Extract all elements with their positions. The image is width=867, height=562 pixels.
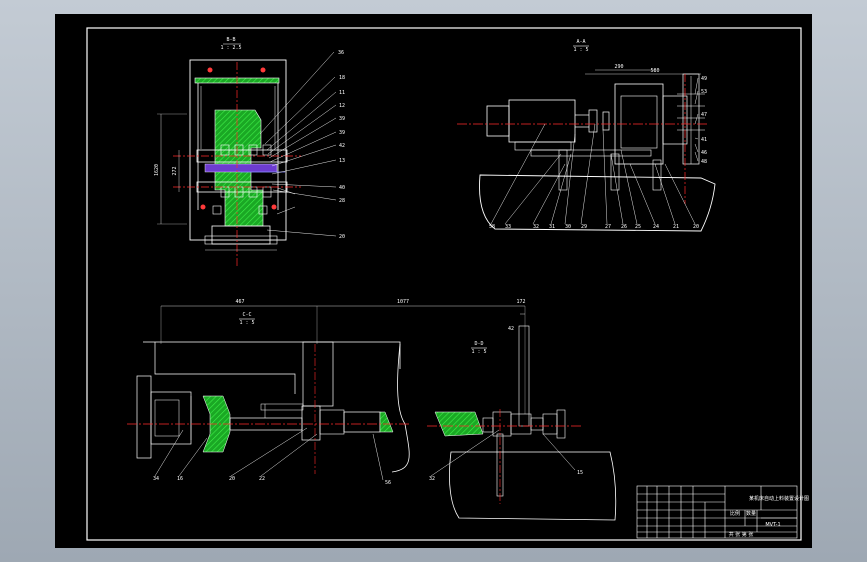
dim-d1: 467 bbox=[235, 299, 244, 305]
callout-tr-15: 24 bbox=[653, 224, 659, 230]
title-block-qty-label: 数量 bbox=[746, 510, 756, 517]
callout-tl-1: 18 bbox=[339, 75, 345, 81]
view-bl-title: C-C bbox=[242, 312, 251, 318]
dim-d4: 42 bbox=[508, 326, 514, 332]
drawing-border bbox=[86, 27, 802, 541]
dim-d2: 1077 bbox=[397, 299, 409, 305]
view-bottom-right: D-D 1 : 5 32 15 bbox=[427, 313, 617, 521]
callout-tr-11: 29 bbox=[581, 224, 587, 230]
view-top-left: B-B 1 : 2.5 bbox=[157, 37, 345, 268]
callout-tr-5: 48 bbox=[701, 159, 707, 165]
dim-d8: 580 bbox=[650, 68, 659, 74]
dim-d6: 272 bbox=[172, 166, 178, 175]
callout-tl-6: 42 bbox=[339, 143, 345, 149]
title-block-drawing-no: MVT-1 bbox=[765, 522, 780, 528]
callout-tr-10: 30 bbox=[565, 224, 571, 230]
callout-tl-3: 12 bbox=[339, 103, 345, 109]
callout-br-1: 15 bbox=[577, 470, 583, 476]
dim-d5: 1620 bbox=[154, 164, 160, 176]
callout-tr-14: 25 bbox=[635, 224, 641, 230]
view-bottom-left: C-C 1 : 5 bbox=[127, 305, 526, 486]
callout-tl-9: 28 bbox=[339, 198, 345, 204]
title-block-sheet-info: 共 张 第 张 bbox=[729, 531, 754, 538]
callout-tl-0: 36 bbox=[338, 50, 344, 56]
callout-bl-3: 22 bbox=[259, 476, 265, 482]
cad-drawing: B-B 1 : 2.5 bbox=[86, 27, 809, 541]
drawing-sheet: B-B 1 : 2.5 bbox=[55, 14, 812, 548]
callout-tl-8: 40 bbox=[339, 185, 345, 191]
view-top-right: A-A 1 : 5 bbox=[457, 39, 716, 232]
callout-tr-0: 49 bbox=[701, 76, 707, 82]
callout-tr-17: 20 bbox=[693, 224, 699, 230]
view-tl-scale: 1 : 2.5 bbox=[220, 45, 241, 51]
view-bl-scale: 1 : 5 bbox=[239, 320, 254, 326]
callout-bl-1: 16 bbox=[177, 476, 183, 482]
view-tl-title: B-B bbox=[226, 37, 235, 43]
dim-d3: 172 bbox=[516, 299, 525, 305]
view-br-scale: 1 : 5 bbox=[471, 349, 486, 355]
callout-tr-13: 26 bbox=[621, 224, 627, 230]
callout-tr-9: 31 bbox=[549, 224, 555, 230]
callout-tr-2: 47 bbox=[701, 112, 707, 118]
callout-tr-4: 46 bbox=[701, 150, 707, 156]
callout-tl-2: 11 bbox=[339, 90, 345, 96]
callout-bl-4: 56 bbox=[385, 480, 391, 486]
callout-tr-6: 58 bbox=[489, 224, 495, 230]
callout-tr-7: 33 bbox=[505, 224, 511, 230]
view-tr-scale: 1 : 5 bbox=[573, 47, 588, 53]
callout-tr-1: 53 bbox=[701, 89, 707, 95]
dimension-texts: 467 1077 172 42 1620 272 290 580 bbox=[154, 64, 660, 332]
callout-bl-2: 20 bbox=[229, 476, 235, 482]
callout-tr-12: 27 bbox=[605, 224, 611, 230]
callout-tl-5: 39 bbox=[339, 130, 345, 136]
callout-tr-16: 21 bbox=[673, 224, 679, 230]
dim-d7: 290 bbox=[614, 64, 623, 70]
title-block-title: 某机床自动上料装置设计图 bbox=[749, 495, 809, 502]
callout-tl-4: 39 bbox=[339, 116, 345, 122]
callout-tl-10: 20 bbox=[339, 234, 345, 240]
view-br-title: D-D bbox=[474, 341, 483, 347]
title-block-scale-label: 比例 bbox=[730, 510, 740, 517]
callout-tl-7: 13 bbox=[339, 158, 345, 164]
title-block bbox=[636, 485, 798, 539]
callout-br-0: 32 bbox=[429, 476, 435, 482]
callout-tr-8: 32 bbox=[533, 224, 539, 230]
callout-bl-0: 34 bbox=[153, 476, 159, 482]
callout-tr-3: 41 bbox=[701, 137, 707, 143]
view-tr-title: A-A bbox=[576, 39, 585, 45]
